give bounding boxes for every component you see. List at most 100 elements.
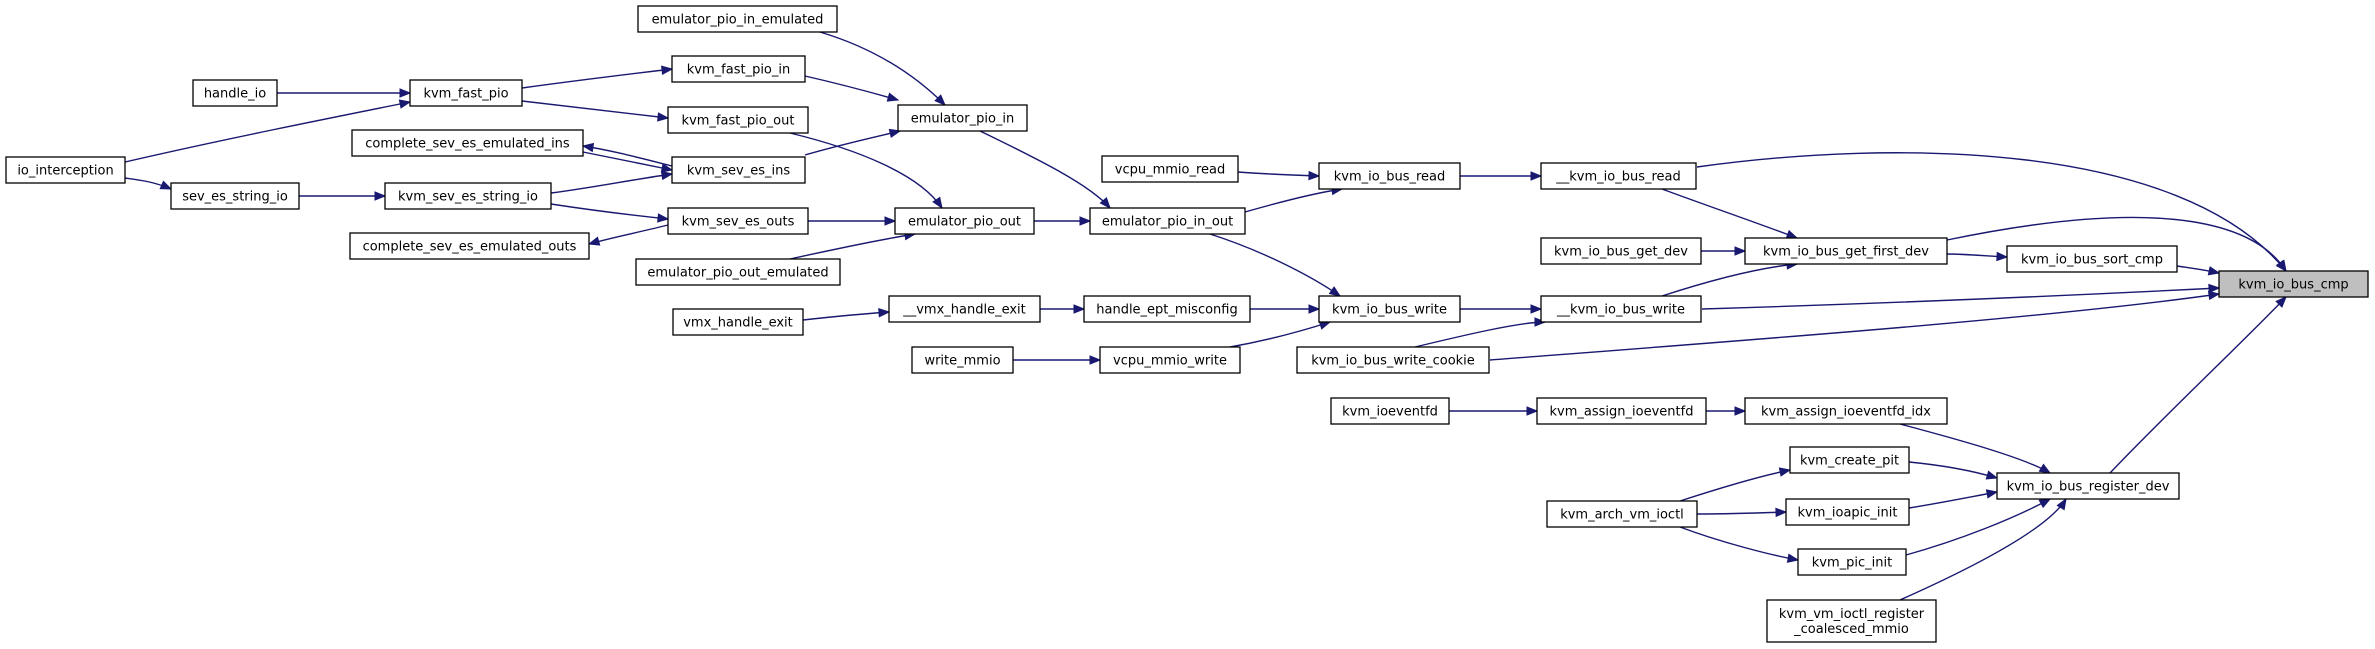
node-kvm_assign_ioeventfd[interactable]: kvm_assign_ioeventfd	[1536, 397, 1707, 425]
node-kvm_io_bus_get_first_dev[interactable]: kvm_io_bus_get_first_dev	[1744, 237, 1948, 265]
node-kvm_io_bus_write[interactable]: kvm_io_bus_write	[1318, 295, 1461, 323]
arrowhead	[1308, 304, 1321, 314]
node-box[interactable]	[1536, 397, 1707, 425]
node-handle_ept_misconfig[interactable]: handle_ept_misconfig	[1083, 295, 1251, 323]
node-__kvm_io_bus_write[interactable]: __kvm_io_bus_write	[1540, 295, 1702, 323]
node-kvm_io_bus_write_cookie[interactable]: kvm_io_bus_write_cookie	[1296, 346, 1490, 374]
node-kvm_sev_es_ins[interactable]: kvm_sev_es_ins	[671, 156, 806, 184]
node-box[interactable]	[667, 207, 809, 235]
node-box[interactable]	[637, 5, 838, 33]
node-label-line: emulator_pio_in_out	[1102, 215, 1233, 230]
node-box[interactable]	[170, 182, 300, 210]
node-io_interception[interactable]: io_interception	[5, 156, 126, 184]
node-box[interactable]	[5, 156, 126, 184]
node-kvm_vm_ioctl_register_coalesced_mmio[interactable]: kvm_vm_ioctl_register_coalesced_mmio	[1766, 599, 1937, 643]
node-vmx_handle_exit[interactable]: vmx_handle_exit	[672, 308, 804, 336]
node-__kvm_io_bus_read[interactable]: __kvm_io_bus_read	[1540, 162, 1697, 190]
node-kvm_fast_pio[interactable]: kvm_fast_pio	[409, 79, 523, 107]
node-kvm_io_bus_cmp[interactable]: kvm_io_bus_cmp	[2218, 270, 2369, 298]
node-box[interactable]	[1744, 237, 1948, 265]
node-box[interactable]	[1099, 346, 1241, 374]
arrowhead	[1099, 196, 1111, 210]
node-write_mmio[interactable]: write_mmio	[911, 346, 1014, 374]
node-kvm_ioeventfd[interactable]: kvm_ioeventfd	[1330, 397, 1450, 425]
node-box[interactable]	[672, 308, 804, 336]
node-box[interactable]	[1089, 207, 1246, 235]
node-box[interactable]	[1318, 295, 1461, 323]
node-label: kvm_io_bus_register_dev	[2007, 480, 2170, 495]
node-kvm_ioapic_init[interactable]: kvm_ioapic_init	[1785, 498, 1910, 526]
arrowhead	[1985, 489, 1999, 499]
node-kvm_io_bus_read[interactable]: kvm_io_bus_read	[1318, 162, 1461, 190]
edge-line	[789, 233, 916, 260]
node-kvm_io_bus_get_dev[interactable]: kvm_io_bus_get_dev	[1540, 237, 1702, 265]
node-kvm_io_bus_sort_cmp[interactable]: kvm_io_bus_sort_cmp	[2006, 245, 2178, 273]
node-box[interactable]	[349, 232, 590, 260]
node-box[interactable]	[1083, 295, 1251, 323]
node-box[interactable]	[1101, 155, 1239, 183]
node-box[interactable]	[635, 258, 841, 286]
node-label: kvm_ioapic_init	[1798, 506, 1898, 521]
node-handle_io[interactable]: handle_io	[192, 79, 278, 107]
node-kvm_io_bus_register_dev[interactable]: kvm_io_bus_register_dev	[1996, 472, 2180, 500]
node-kvm_pic_init[interactable]: kvm_pic_init	[1797, 548, 1907, 576]
node-label: kvm_assign_ioeventfd_idx	[1761, 405, 1931, 420]
node-kvm_arch_vm_ioctl[interactable]: kvm_arch_vm_ioctl	[1546, 500, 1698, 528]
node-box[interactable]	[351, 129, 584, 157]
node-__vmx_handle_exit[interactable]: __vmx_handle_exit	[888, 295, 1041, 323]
node-box[interactable]	[667, 106, 809, 134]
node-box[interactable]	[1744, 397, 1948, 425]
edge-line	[1489, 293, 2220, 361]
node-box[interactable]	[888, 295, 1041, 323]
node-label-line: complete_sev_es_emulated_outs	[363, 240, 577, 255]
node-box[interactable]	[2218, 270, 2369, 298]
node-complete_sev_es_emulated_outs[interactable]: complete_sev_es_emulated_outs	[349, 232, 590, 260]
node-label: emulator_pio_out_emulated	[647, 266, 828, 281]
node-box[interactable]	[671, 156, 806, 184]
node-kvm_sev_es_string_io[interactable]: kvm_sev_es_string_io	[384, 182, 552, 210]
node-box[interactable]	[897, 104, 1028, 132]
node-box[interactable]	[911, 346, 1014, 374]
node-box[interactable]	[2006, 245, 2178, 273]
node-box[interactable]	[1797, 548, 1907, 576]
edge-__kvm_io_bus_write-to-kvm_io_bus_cmp	[1701, 283, 2221, 310]
node-box[interactable]	[894, 207, 1035, 235]
node-kvm_sev_es_outs[interactable]: kvm_sev_es_outs	[667, 207, 809, 235]
node-box[interactable]	[1540, 237, 1702, 265]
edge-kvm_fast_pio-to-kvm_fast_pio_in	[521, 65, 674, 89]
node-vcpu_mmio_write[interactable]: vcpu_mmio_write	[1099, 346, 1241, 374]
node-emulator_pio_out_emulated[interactable]: emulator_pio_out_emulated	[635, 258, 841, 286]
node-box[interactable]	[192, 79, 278, 107]
node-box[interactable]	[1296, 346, 1490, 374]
node-emulator_pio_in_emulated[interactable]: emulator_pio_in_emulated	[637, 5, 838, 33]
node-vcpu_mmio_read[interactable]: vcpu_mmio_read	[1101, 155, 1239, 183]
node-kvm_create_pit[interactable]: kvm_create_pit	[1789, 446, 1910, 474]
node-box[interactable]	[409, 79, 523, 107]
edge-line	[1679, 469, 1791, 502]
node-box[interactable]	[1546, 500, 1698, 528]
node-box[interactable]	[384, 182, 552, 210]
edge-kvm_io_bus_get_first_dev-to-kvm_io_bus_sort_cmp	[1946, 251, 2009, 262]
node-kvm_assign_ioeventfd_idx[interactable]: kvm_assign_ioeventfd_idx	[1744, 397, 1948, 425]
node-complete_sev_es_emulated_ins[interactable]: complete_sev_es_emulated_ins	[351, 129, 584, 157]
node-box[interactable]	[1766, 599, 1937, 643]
node-box[interactable]	[671, 55, 806, 83]
arrowhead	[1079, 216, 1092, 226]
node-kvm_fast_pio_in[interactable]: kvm_fast_pio_in	[671, 55, 806, 83]
arrowhead	[1785, 229, 1799, 239]
node-box[interactable]	[1540, 295, 1702, 323]
node-emulator_pio_in[interactable]: emulator_pio_in	[897, 104, 1028, 132]
node-box[interactable]	[1540, 162, 1697, 190]
node-box[interactable]	[1318, 162, 1461, 190]
node-label-line: kvm_fast_pio_out	[682, 114, 795, 129]
node-box[interactable]	[1996, 472, 2180, 500]
node-label: kvm_io_bus_write_cookie	[1311, 354, 1475, 369]
arrowhead	[1530, 304, 1543, 314]
node-box[interactable]	[1789, 446, 1910, 474]
node-emulator_pio_in_out[interactable]: emulator_pio_in_out	[1089, 207, 1246, 235]
node-sev_es_string_io[interactable]: sev_es_string_io	[170, 182, 300, 210]
node-kvm_fast_pio_out[interactable]: kvm_fast_pio_out	[667, 106, 809, 134]
node-box[interactable]	[1785, 498, 1910, 526]
node-box[interactable]	[1330, 397, 1450, 425]
node-emulator_pio_out[interactable]: emulator_pio_out	[894, 207, 1035, 235]
